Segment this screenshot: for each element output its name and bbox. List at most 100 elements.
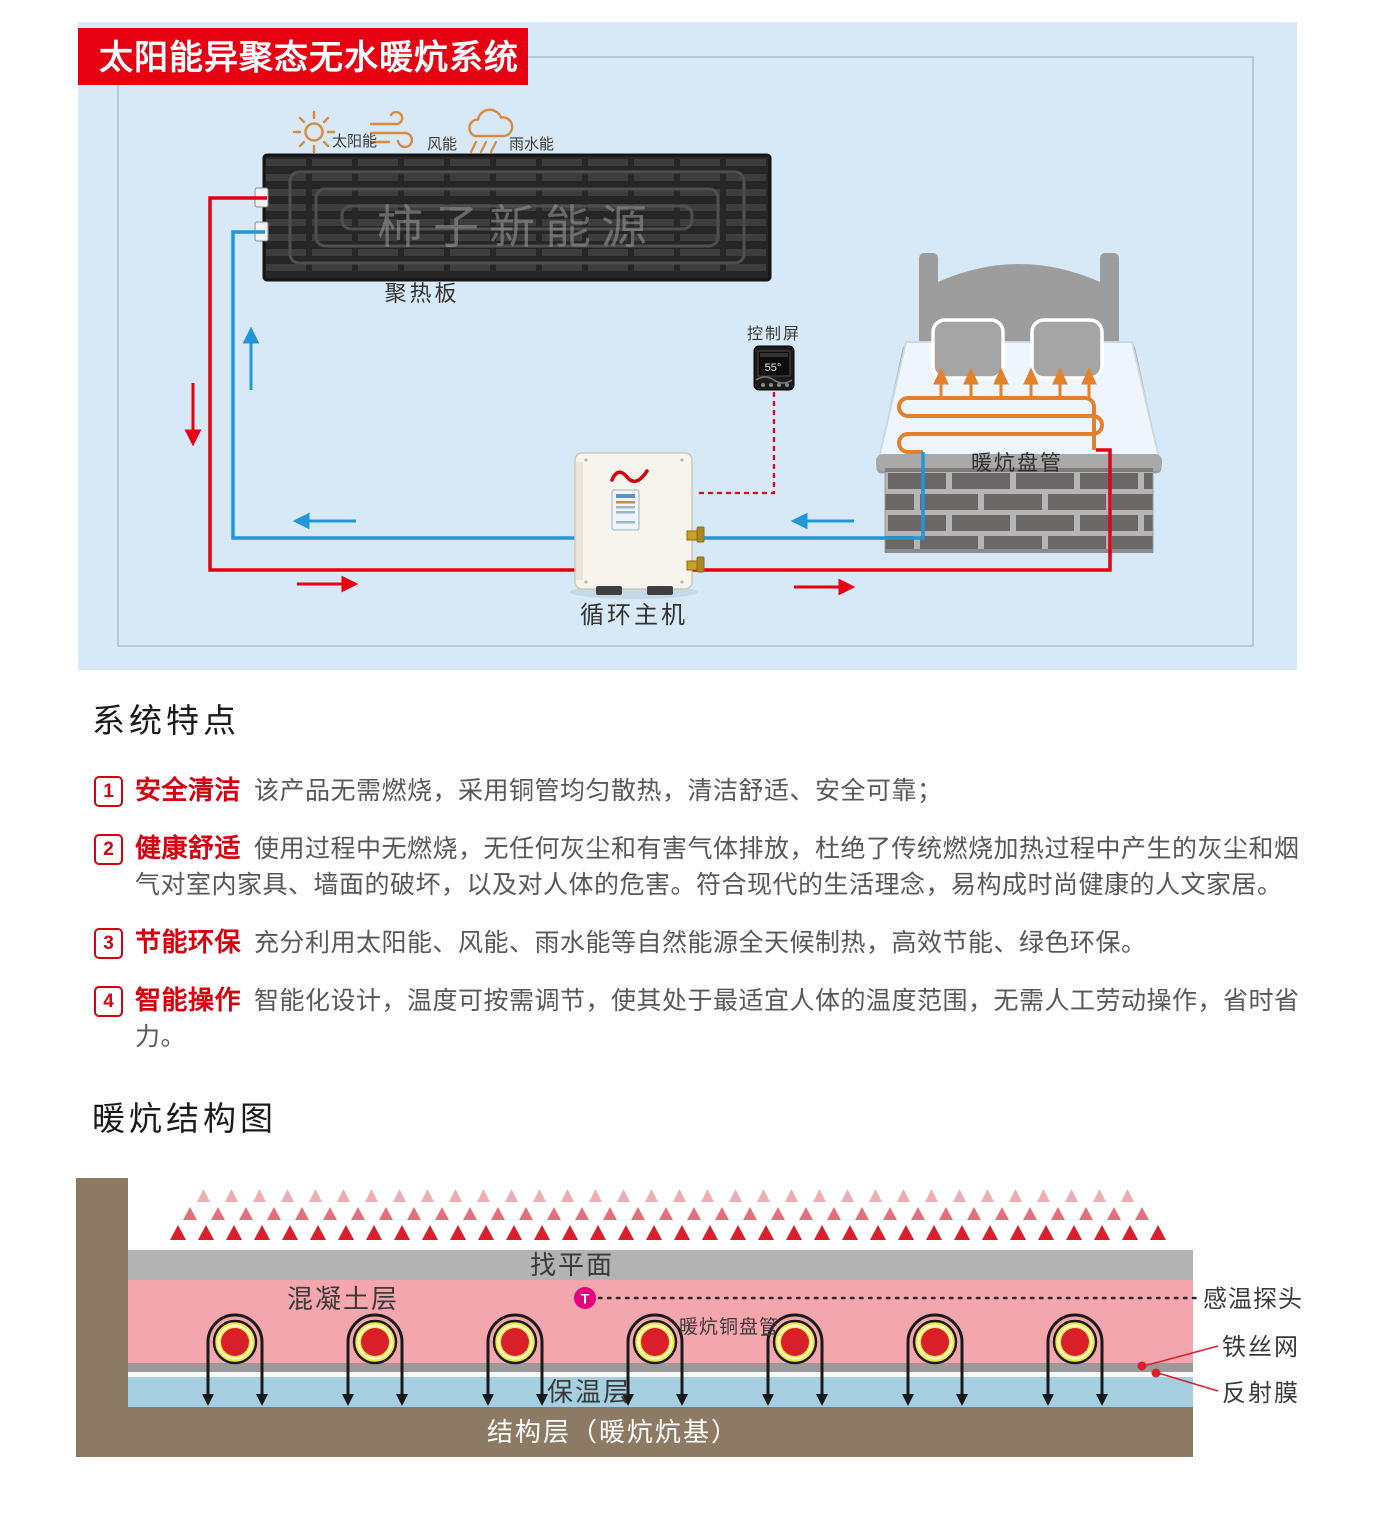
- controller-signal-line: [696, 392, 776, 495]
- reflective-film-leader: [1157, 1372, 1219, 1392]
- feature-number: 4: [94, 986, 123, 1017]
- feature-title: 安全清洁: [135, 775, 242, 805]
- heat-triangle: [687, 1207, 701, 1220]
- base-label: 结构层（暖炕炕基）: [487, 1417, 739, 1447]
- heat-triangle: [954, 1225, 970, 1240]
- panel-label: 聚热板: [384, 281, 459, 306]
- heat-triangle: [659, 1207, 673, 1220]
- heat-triangle: [939, 1207, 953, 1220]
- heat-triangle: [827, 1207, 841, 1220]
- heat-triangle: [842, 1225, 858, 1240]
- controller-temp: 55°: [765, 362, 782, 374]
- heat-triangle: [533, 1189, 546, 1202]
- heat-triangle: [506, 1225, 522, 1240]
- feature-body: 智能化设计，温度可按需调节，使其处于最适宜人体的温度范围，无需人工劳动操作，省时…: [135, 987, 1300, 1051]
- heat-triangle: [730, 1225, 746, 1240]
- copper-pipe: [762, 1313, 828, 1406]
- feature-text: 节能环保充分利用太阳能、风能、雨水能等自然能源全天候制热，高效节能、绿色环保。: [135, 924, 1310, 961]
- heat-triangle: [1121, 1189, 1134, 1202]
- heat-triangle: [1066, 1225, 1082, 1240]
- heat-triangle: [911, 1207, 925, 1220]
- heat-up-arrows: [933, 367, 1097, 399]
- heat-triangle: [505, 1189, 518, 1202]
- heat-triangle: [519, 1207, 533, 1220]
- kang-coil: [897, 396, 1104, 454]
- heat-triangle: [926, 1225, 942, 1240]
- reflective-film-dot: [1151, 1368, 1161, 1378]
- pillow-right: [1030, 318, 1104, 380]
- heat-triangle: [1037, 1189, 1050, 1202]
- heat-triangle: [254, 1225, 270, 1240]
- heat-triangle: [646, 1225, 662, 1240]
- heat-triangle: [799, 1207, 813, 1220]
- panel-body: [262, 153, 772, 282]
- heat-triangle: [478, 1225, 494, 1240]
- structure-heading: 暖炕结构图: [92, 1100, 277, 1137]
- concrete-label: 混凝土层: [287, 1284, 399, 1314]
- banner-rect: [78, 28, 528, 85]
- circulation-host: [570, 452, 705, 599]
- wire-mesh-layer: [128, 1363, 1193, 1372]
- heat-triangle: [534, 1225, 550, 1240]
- heat-triangle: [645, 1189, 658, 1202]
- feature-title: 节能环保: [135, 927, 242, 957]
- sun-label: 太阳能: [332, 133, 377, 150]
- wire-mesh-leader: [1143, 1345, 1219, 1367]
- wire-mesh-dot: [1137, 1361, 1147, 1371]
- heat-triangle: [547, 1207, 561, 1220]
- kang-coil-label: 暖炕盘管: [971, 452, 1063, 475]
- feature-item-3: 3 节能环保充分利用太阳能、风能、雨水能等自然能源全天候制热，高效节能、绿色环保…: [92, 924, 1310, 961]
- heat-triangle: [883, 1207, 897, 1220]
- wind-label: 风能: [427, 136, 457, 153]
- rain-label: 雨水能: [509, 136, 554, 153]
- heat-triangle: [366, 1225, 382, 1240]
- heat-triangle: [982, 1225, 998, 1240]
- heat-triangle: [1122, 1225, 1138, 1240]
- feature-number: 3: [94, 928, 123, 959]
- heat-triangle: [449, 1189, 462, 1202]
- heat-triangle: [1009, 1189, 1022, 1202]
- heat-triangle: [925, 1189, 938, 1202]
- host-fittings: [686, 526, 705, 573]
- heat-triangle: [758, 1225, 774, 1240]
- heat-triangle: [855, 1207, 869, 1220]
- heat-triangle: [561, 1189, 574, 1202]
- heat-triangle: [757, 1189, 770, 1202]
- heat-triangle: [211, 1207, 225, 1220]
- heat-triangle: [253, 1189, 266, 1202]
- heat-triangle: [1023, 1207, 1037, 1220]
- collector-panel: 柿子新能源: [254, 153, 772, 282]
- heat-triangle: [226, 1225, 242, 1240]
- heat-triangle: [337, 1189, 350, 1202]
- feature-item-4: 4 智能操作智能化设计，温度可按需调节，使其处于最适宜人体的温度范围，无需人工劳…: [92, 982, 1310, 1055]
- heat-triangle: [981, 1189, 994, 1202]
- controller: 控制屏 55°: [696, 325, 799, 495]
- panel-watermark: 柿子新能源: [377, 201, 657, 253]
- feature-title: 健康舒适: [135, 833, 242, 863]
- heat-triangle: [701, 1189, 714, 1202]
- heat-triangle: [674, 1225, 690, 1240]
- heat-triangle: [786, 1225, 802, 1240]
- host-label: 循环主机: [580, 602, 688, 629]
- copper-pipe: [1042, 1313, 1108, 1406]
- feature-text: 健康舒适使用过程中无燃烧，无任何灰尘和有害气体排放，杜绝了传统燃烧加热过程中产生…: [135, 830, 1310, 903]
- bed-surface: [876, 341, 1162, 463]
- heat-triangle: [421, 1189, 434, 1202]
- heat-triangle: [575, 1207, 589, 1220]
- kang-edge-cap: [876, 454, 1162, 471]
- copper-pipe: [622, 1313, 688, 1406]
- frame-left: [76, 1178, 128, 1457]
- heat-triangle: [225, 1189, 238, 1202]
- copper-pipe: [482, 1313, 548, 1406]
- feature-text: 安全清洁该产品无需燃烧，采用铜管均匀散热，清洁舒适、安全可靠；: [135, 772, 1310, 809]
- heat-triangle: [422, 1225, 438, 1240]
- heat-triangle: [394, 1225, 410, 1240]
- feature-text: 智能操作智能化设计，温度可按需调节，使其处于最适宜人体的温度范围，无需人工劳动操…: [135, 982, 1310, 1055]
- copper-pipe: [902, 1313, 968, 1406]
- heat-triangle: [898, 1225, 914, 1240]
- heat-triangle: [603, 1207, 617, 1220]
- diagram-title: 太阳能异聚态无水暖炕系统: [99, 38, 519, 77]
- heat-triangle: [310, 1225, 326, 1240]
- title-banner: 太阳能异聚态无水暖炕系统: [78, 28, 528, 85]
- heat-triangle: [1150, 1225, 1166, 1240]
